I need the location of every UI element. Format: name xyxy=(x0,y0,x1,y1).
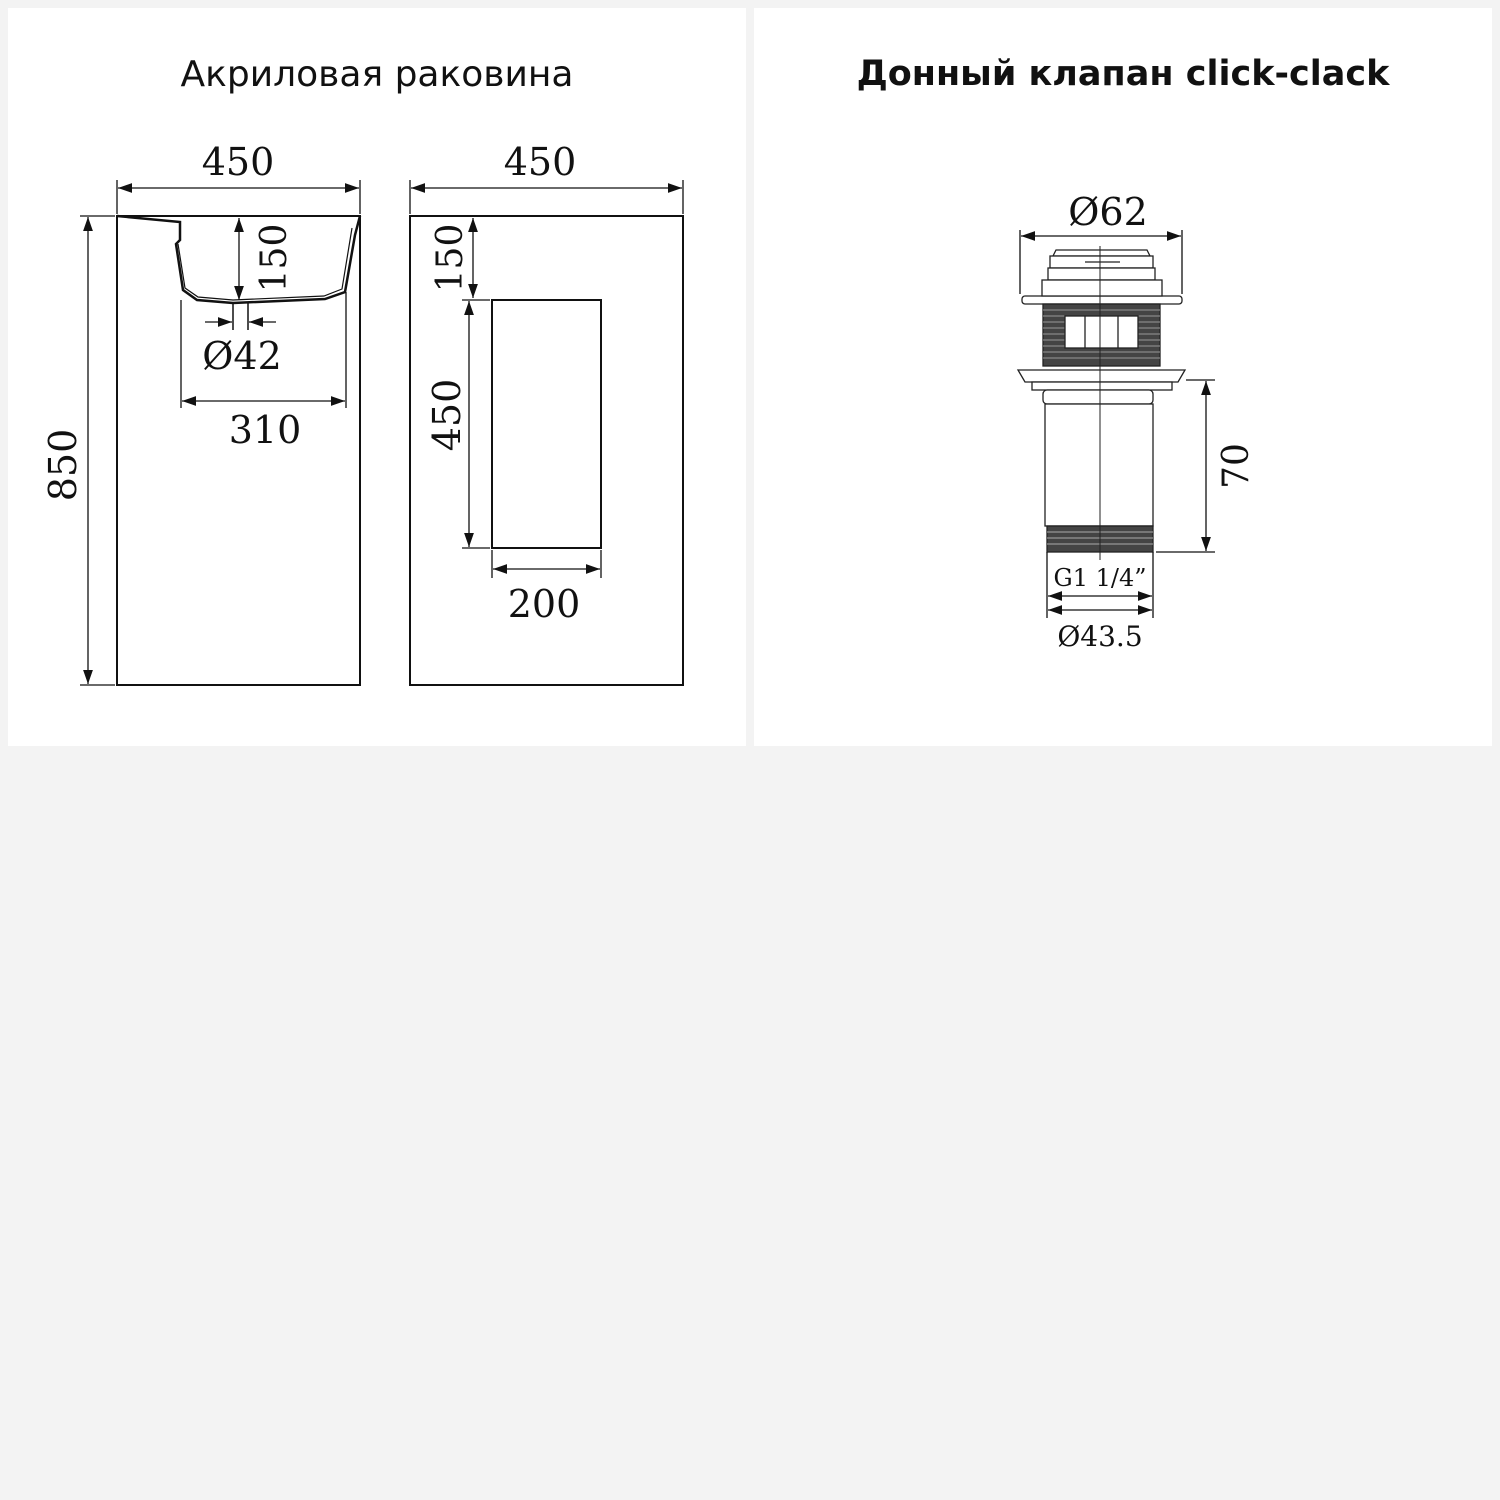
sink-title: Акриловая раковина xyxy=(180,54,574,95)
valve-title: Донный клапан click-clack xyxy=(856,54,1390,94)
sink-panel: Акриловая раковина xyxy=(8,8,746,746)
valve-panel: Донный клапан click-clack xyxy=(754,8,1492,746)
